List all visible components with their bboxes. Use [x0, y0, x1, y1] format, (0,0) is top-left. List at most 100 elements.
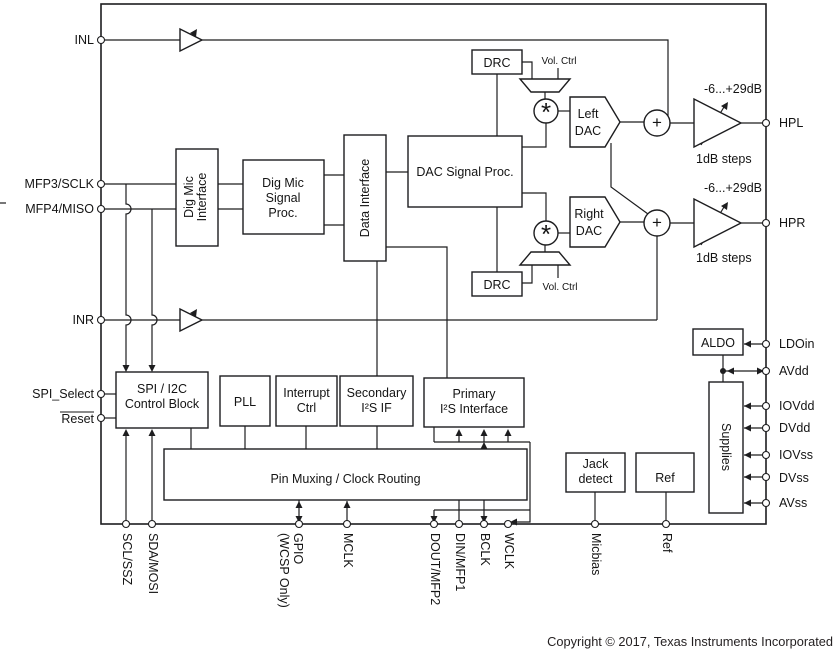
label-drc-top: DRC [483, 56, 510, 70]
block-dig-mic-signal-proc [242, 159, 325, 235]
pin-inr-label: INR [72, 313, 94, 327]
pin-reset [96, 413, 106, 423]
label-vol-ctrl-top: Vol. Ctrl [541, 56, 576, 67]
svg-text:Proc.: Proc. [268, 206, 297, 220]
pin-iovdd [761, 401, 771, 411]
label-vol-ctrl-bottom: Vol. Ctrl [542, 282, 577, 293]
pin-inl [96, 35, 106, 45]
pin-mfp4-miso-label: MFP4/MISO [25, 202, 94, 216]
svg-text:Signal: Signal [266, 191, 301, 205]
pin-gpio [294, 519, 304, 529]
pin-spi-select [96, 389, 106, 399]
block-data-interface [343, 134, 387, 262]
pin-micbias-label: Micbias [589, 533, 603, 575]
block-jack-detect [565, 452, 626, 493]
left-pins: INL MFP3/SCLK MFP4/MISO INR SPI_Select R… [25, 33, 106, 426]
amp-hpl-icon [693, 97, 743, 149]
pin-inl-label: INL [75, 33, 95, 47]
summer-hpr-symbol: + [652, 213, 662, 232]
pin-hpr-label: HPR [779, 216, 805, 230]
pin-scl-ssz-label: SCL/SSZ [120, 533, 134, 585]
label-hpl-gain-step: 1dB steps [696, 152, 752, 166]
block-pll [219, 375, 271, 427]
pin-hpr [761, 218, 771, 228]
block-drc-bottom [471, 271, 523, 297]
pin-wclk [503, 519, 513, 529]
pin-dout-mfp2 [429, 519, 439, 529]
pin-sda-mosi-label: SDA/MOSI [146, 533, 160, 594]
mux-vol-ctrl-bottom [518, 251, 572, 266]
right-pins: HPL HPR LDOin AVdd IOVdd DVdd IOVss DVss… [761, 116, 814, 510]
block-ref [635, 452, 695, 493]
block-spi-i2c [115, 371, 209, 429]
pin-iovdd-label: IOVdd [779, 399, 814, 413]
block-left-dac [569, 96, 621, 148]
block-interrupt-ctrl [275, 375, 338, 427]
pin-ldoin-label: LDOin [779, 337, 814, 351]
block-dac-signal-proc [407, 135, 523, 208]
pin-bclk-label: BCLK [478, 533, 492, 566]
block-pin-muxing [163, 448, 528, 501]
pin-dout-mfp2-label: DOUT/MFP2 [428, 533, 442, 605]
label-supplies: Supplies [719, 423, 733, 471]
label-hpr-gain-step: 1dB steps [696, 251, 752, 265]
pin-hpl [761, 118, 771, 128]
amp-inl-icon [179, 27, 204, 53]
chip-outline [100, 3, 767, 525]
multiplier-bottom-symbol: * [541, 219, 551, 249]
label-left-dac: Left [578, 107, 599, 121]
pin-dvss [761, 472, 771, 482]
pin-avdd-label: AVdd [779, 364, 809, 378]
pin-bclk [479, 519, 489, 529]
svg-text:Ctrl: Ctrl [297, 401, 316, 415]
pin-reset-label: Reset [61, 412, 94, 426]
block-aldo [692, 328, 744, 356]
pin-iovss-label: IOVss [779, 448, 813, 462]
pin-mclk-label: MCLK [341, 533, 355, 568]
summer-hpl-symbol: + [652, 113, 662, 132]
multiplier-top-symbol: * [541, 97, 551, 127]
pin-mclk [342, 519, 352, 529]
label-pin-muxing: Pin Muxing / Clock Routing [270, 472, 420, 486]
pin-scl-ssz [121, 519, 131, 529]
label-ref-block: Ref [655, 471, 675, 485]
label-dig-mic-signal-proc: Dig Mic [262, 176, 304, 190]
pin-gpio-note: (WCSP Only) [277, 533, 291, 608]
pin-avss [761, 498, 771, 508]
label-data-interface: Data Interface [358, 159, 372, 238]
pin-ldoin [761, 339, 771, 349]
multiplier-bottom-icon [533, 220, 559, 246]
svg-text:Control Block: Control Block [125, 397, 200, 411]
label-dac-signal-proc: DAC Signal Proc. [416, 165, 513, 179]
label-hpr-gain-range: -6...+29dB [704, 181, 762, 195]
label-aldo: ALDO [701, 336, 735, 350]
pin-ref [661, 519, 671, 529]
summer-hpl-icon [643, 109, 671, 137]
pin-din-mfp1 [454, 519, 464, 529]
pin-mfp3-sclk-label: MFP3/SCLK [25, 177, 95, 191]
pin-iovss [761, 450, 771, 460]
pin-din-mfp1-label: DIN/MFP1 [453, 533, 467, 591]
junction-dot [720, 368, 726, 374]
pin-mfp3-sclk [96, 179, 106, 189]
svg-text:Interface: Interface [195, 173, 209, 222]
block-drc-top [471, 49, 523, 75]
label-pll: PLL [234, 395, 256, 409]
block-dig-mic-interface [175, 148, 219, 247]
amp-hpr-icon [693, 197, 743, 249]
pin-mfp4-miso [96, 204, 106, 214]
pin-micbias [590, 519, 600, 529]
svg-text:DAC: DAC [575, 124, 601, 138]
pin-dvss-label: DVss [779, 471, 809, 485]
pin-avss-label: AVss [779, 496, 807, 510]
bottom-pins: SCL/SSZ SDA/MOSI GPIO (WCSP Only) MCLK D… [120, 519, 674, 608]
label-hpl-gain-range: -6...+29dB [704, 82, 762, 96]
pin-hpl-label: HPL [779, 116, 803, 130]
label-primary-i2s: Primary [452, 387, 496, 401]
label-interrupt-ctrl: Interrupt [283, 386, 330, 400]
block-primary-i2s [423, 377, 525, 428]
pin-avdd [761, 366, 771, 376]
label-dig-mic-interface: Dig Mic [182, 176, 196, 218]
block-right-dac [569, 196, 621, 248]
